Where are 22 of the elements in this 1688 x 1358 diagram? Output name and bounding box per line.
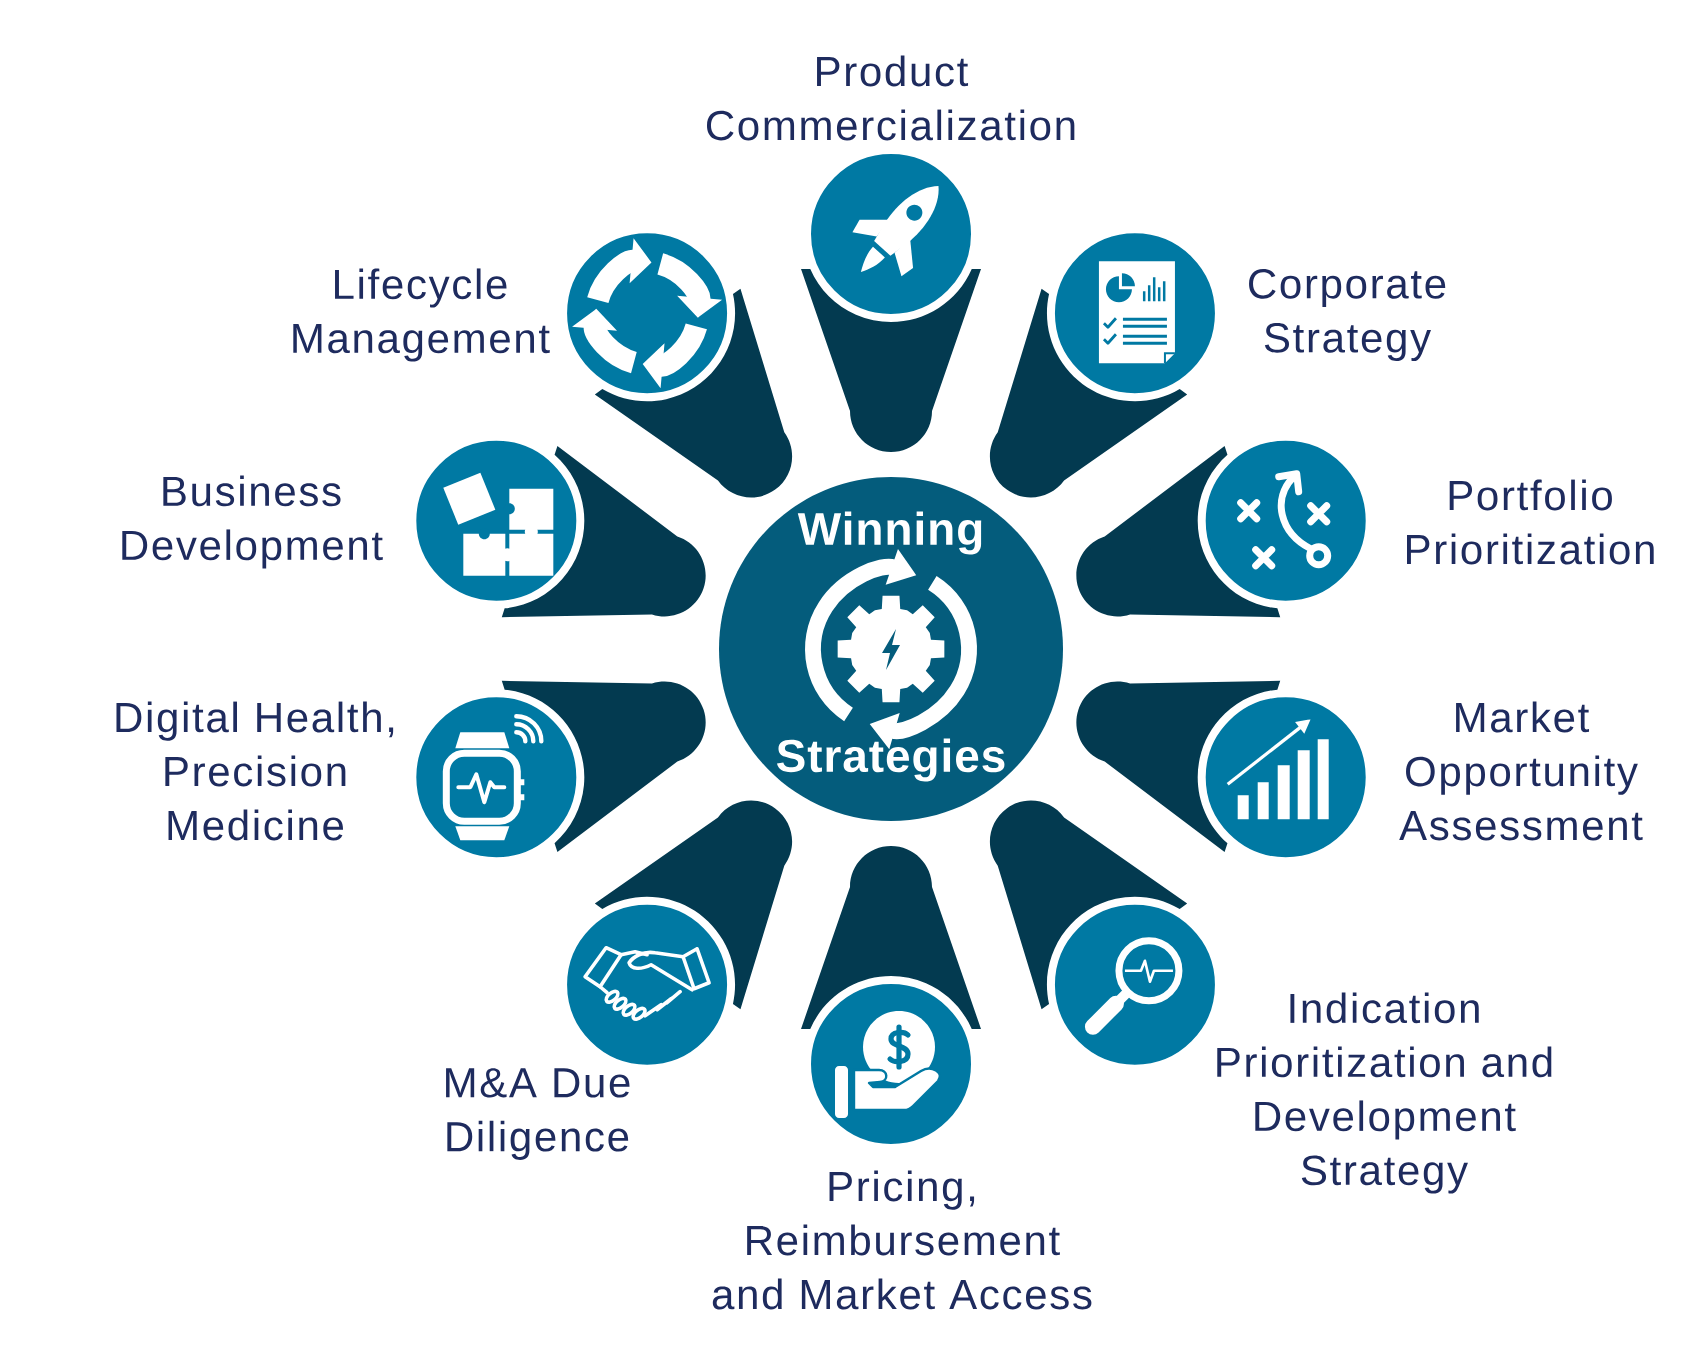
category-label: Pricing, Reimbursement and Market Access bbox=[712, 1170, 1092, 1310]
category-label: Market Opportunity Assessment bbox=[1399, 701, 1643, 841]
category-label: M&A Due Diligence bbox=[446, 1068, 630, 1160]
hub-label: Strategies bbox=[776, 738, 1005, 782]
category-label: Portfolio Prioritization bbox=[1407, 479, 1654, 565]
spoke bbox=[594, 800, 793, 1010]
spoke bbox=[1076, 680, 1281, 852]
spoke bbox=[989, 288, 1188, 498]
category-label: Product Commercialization bbox=[707, 55, 1075, 141]
category-label: Corporate Strategy bbox=[1249, 268, 1446, 361]
spoke bbox=[501, 446, 706, 618]
category-label: Lifecycle Management bbox=[293, 268, 550, 362]
spoke bbox=[501, 680, 706, 852]
category-label: Indication Prioritization and Development Strategy bbox=[1217, 992, 1552, 1194]
spoke bbox=[1076, 446, 1281, 618]
hub-label: Winning bbox=[797, 511, 982, 555]
category-label: Business Development bbox=[122, 475, 383, 569]
category-label: Digital Health, Precision Medicine bbox=[116, 701, 394, 841]
spoke bbox=[801, 846, 981, 1029]
spoke bbox=[594, 288, 793, 498]
spoke bbox=[989, 800, 1188, 1010]
spoke bbox=[801, 269, 981, 452]
